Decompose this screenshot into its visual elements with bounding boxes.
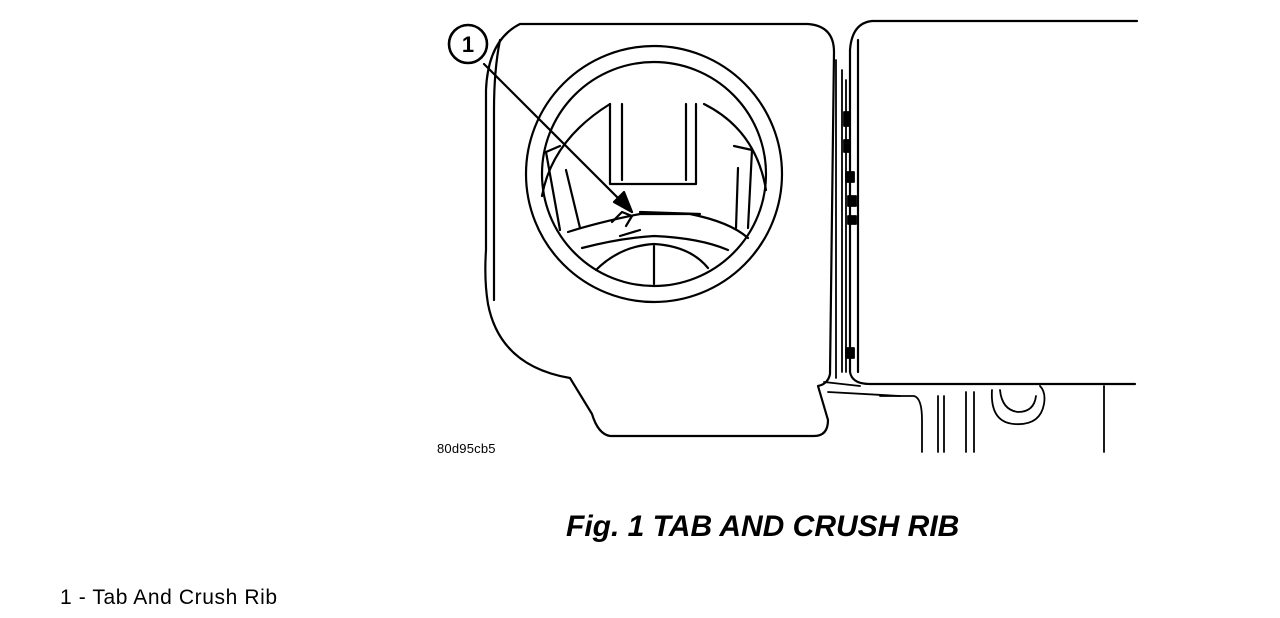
seam-ribs [823, 59, 901, 397]
callout-balloon [447, 23, 489, 65]
adjacent-panel [848, 19, 1139, 386]
drawing-id: 80d95cb5 [437, 441, 496, 456]
socket-housing [484, 22, 836, 438]
callout-number: 1 [462, 32, 474, 57]
socket-bore [524, 44, 784, 304]
figure-caption: Fig. 1 TAB AND CRUSH RIB [566, 510, 960, 543]
callout-leader [482, 62, 634, 214]
legend-item: 1 - Tab And Crush Rib [60, 586, 278, 609]
underbody-structure [879, 385, 1105, 453]
